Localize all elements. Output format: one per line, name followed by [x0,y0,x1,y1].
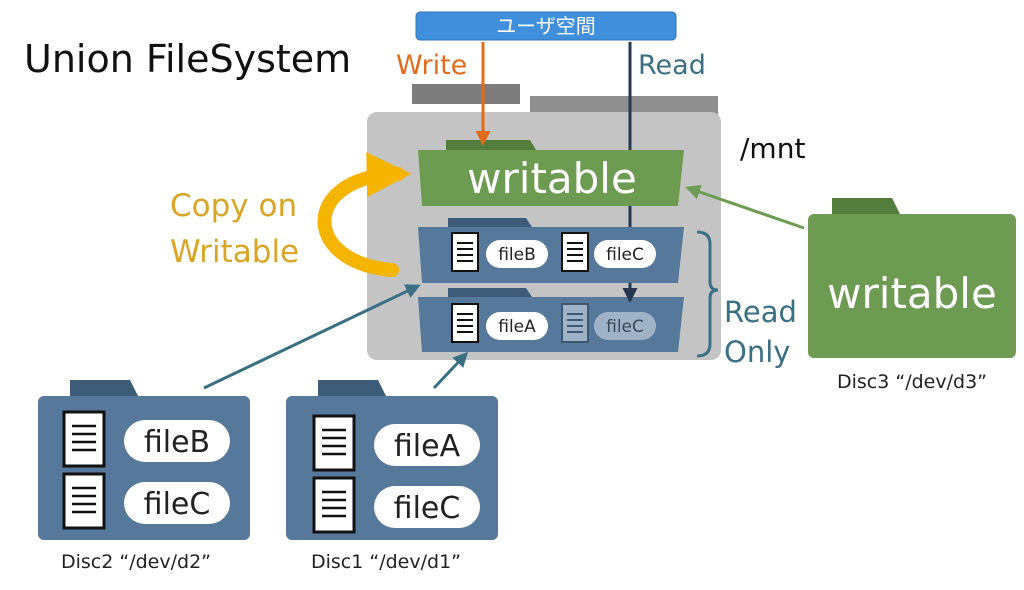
writable-layer-folder-icon: writable [418,140,684,206]
copy-on-write-arrow-icon [317,152,412,277]
upper-file-b: fileB [451,232,548,272]
disc3-writable-label: writable [827,269,997,318]
mnt-label: /mnt [740,132,805,165]
lower-file-a-label: fileA [498,317,536,337]
document-icon [312,476,356,534]
disc2-file-b-label: fileB [144,425,210,460]
disc2-file-b: fileB [62,410,230,468]
diagram-title: Union FileSystem [24,37,351,81]
disc1-link-arrow-icon [432,351,469,390]
document-icon [451,303,479,343]
copy-on-write-line-2: Writable [170,234,299,270]
upper-file-c: fileC [561,232,656,272]
document-icon [451,232,479,272]
upper-file-b-label: fileB [498,245,536,265]
document-icon [561,303,589,343]
disc2-file-c: fileC [62,472,230,530]
disc2-caption: Disc2 “/dev/d2” [61,551,211,573]
upper-file-c-label: fileC [606,245,644,265]
lower-file-c-hidden: fileC [561,303,656,343]
disc1-file-c-label: fileC [394,491,461,526]
disc2-file-c-label: fileC [144,487,211,522]
disc3-caption: Disc3 “/dev/d3” [837,371,987,393]
document-icon [62,410,106,468]
disc1-caption: Disc1 “/dev/d1” [311,551,461,573]
lower-file-a: fileA [451,303,548,343]
copy-on-write-line-1: Copy on [170,188,297,224]
read-only-line-1: Read [724,295,797,329]
disc2-link-arrow-icon [203,284,421,390]
user-space-box: ユーザ空間 [415,11,677,41]
document-icon [312,414,356,472]
disc3-folder-icon: writable [808,198,1016,358]
writable-layer-label: writable [467,154,637,203]
disc3-link-arrow-icon [685,184,805,230]
lower-file-c-label: fileC [606,317,644,337]
disc1-file-c: fileC [312,476,480,534]
document-icon [561,232,589,272]
read-only-line-2: Only [724,335,790,369]
read-only-bracket-icon [696,230,719,358]
write-label: Write [396,50,467,81]
disc1-file-a-label: fileA [394,429,461,464]
disc1-file-a: fileA [312,414,480,472]
document-icon [62,472,106,530]
read-label: Read [638,50,706,81]
user-space-label: ユーザ空間 [496,14,596,38]
